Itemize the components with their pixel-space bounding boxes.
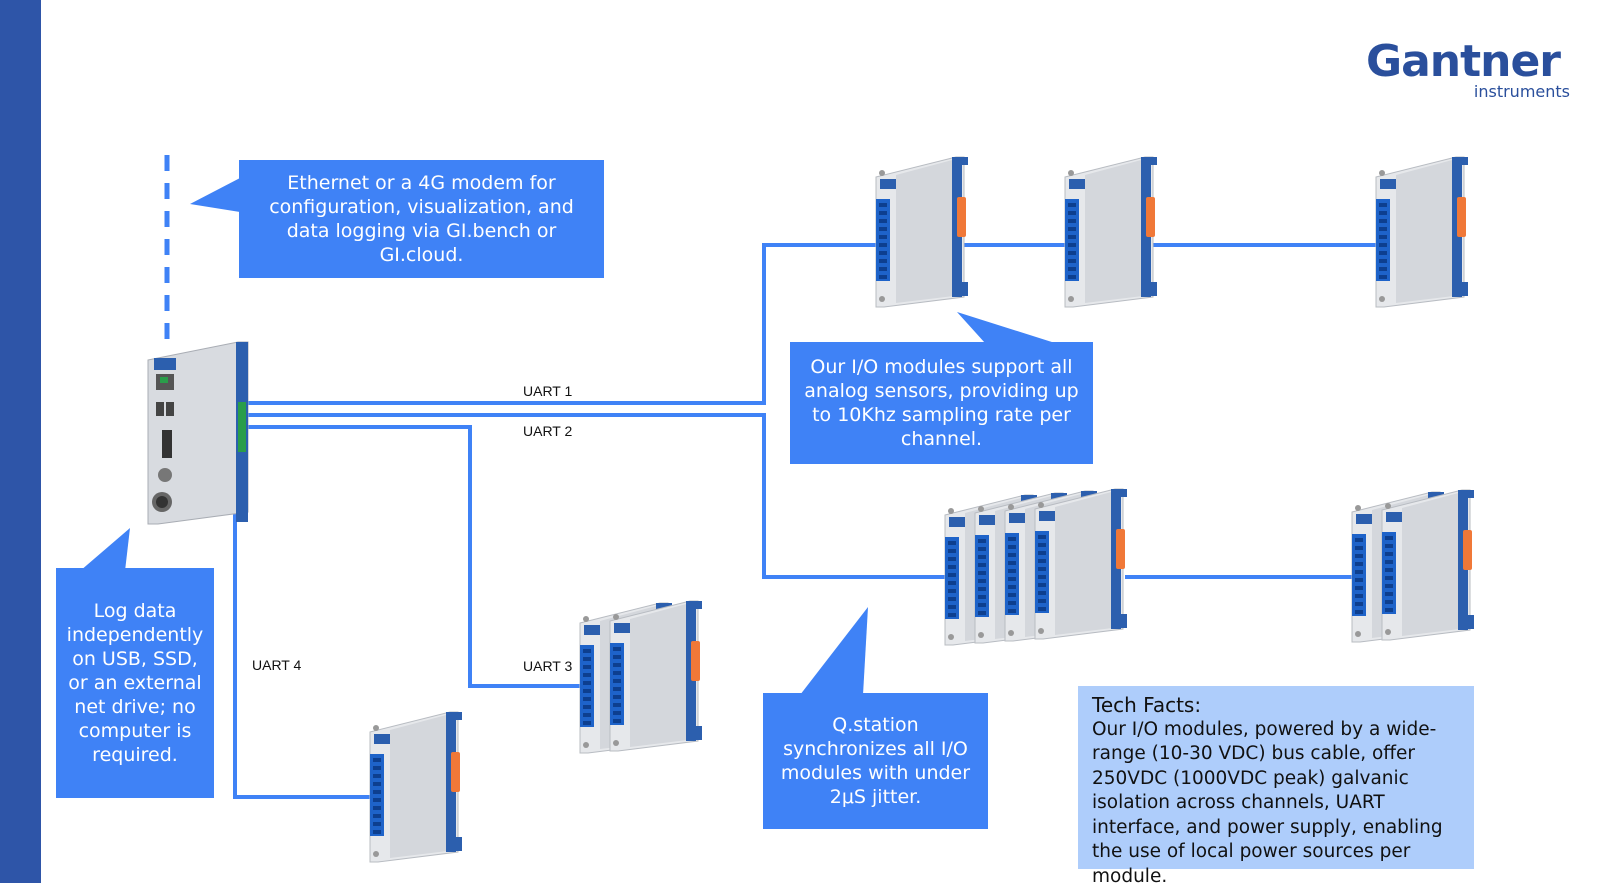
uart2-label: UART 2 — [523, 423, 572, 439]
tech-facts-title: Tech Facts: — [1092, 693, 1460, 718]
callout-log-data-text: Log data independently on USB, SSD, or a… — [62, 599, 208, 767]
uart4-label: UART 4 — [252, 657, 301, 673]
qstation-callout-pointer — [800, 607, 868, 695]
callout-ethernet: Ethernet or a 4G modem for configuration… — [239, 160, 604, 278]
io-module-stack-2-uart3 — [580, 601, 702, 753]
log-callout-pointer — [80, 528, 130, 571]
qstation-controller — [148, 342, 248, 524]
io-module-top-2 — [1065, 157, 1157, 307]
uart4-line — [235, 437, 375, 797]
uart1-label: UART 1 — [523, 383, 572, 399]
io-module-stack-4 — [945, 489, 1127, 645]
io-module-top-3 — [1376, 157, 1468, 307]
callout-log-data: Log data independently on USB, SSD, or a… — [56, 568, 214, 798]
callout-io-modules-text: Our I/O modules support all analog senso… — [802, 355, 1081, 451]
tech-facts-body: Our I/O modules, powered by a wide-range… — [1092, 718, 1460, 889]
io-module-stack-2-right — [1352, 490, 1474, 642]
callout-io-modules: Our I/O modules support all analog senso… — [790, 342, 1093, 464]
uart3-label: UART 3 — [523, 658, 572, 674]
tech-facts-box: Tech Facts: Our I/O modules, powered by … — [1078, 686, 1474, 869]
io-module-top-1 — [876, 157, 968, 307]
io-module-uart4 — [370, 712, 462, 862]
ethernet-callout-pointer — [190, 178, 240, 212]
callout-ethernet-text: Ethernet or a 4G modem for configuration… — [251, 171, 592, 267]
callout-qstation-text: Q.station synchronizes all I/O modules w… — [775, 713, 976, 809]
callout-qstation: Q.station synchronizes all I/O modules w… — [763, 693, 988, 829]
io-callout-pointer — [957, 312, 1055, 343]
